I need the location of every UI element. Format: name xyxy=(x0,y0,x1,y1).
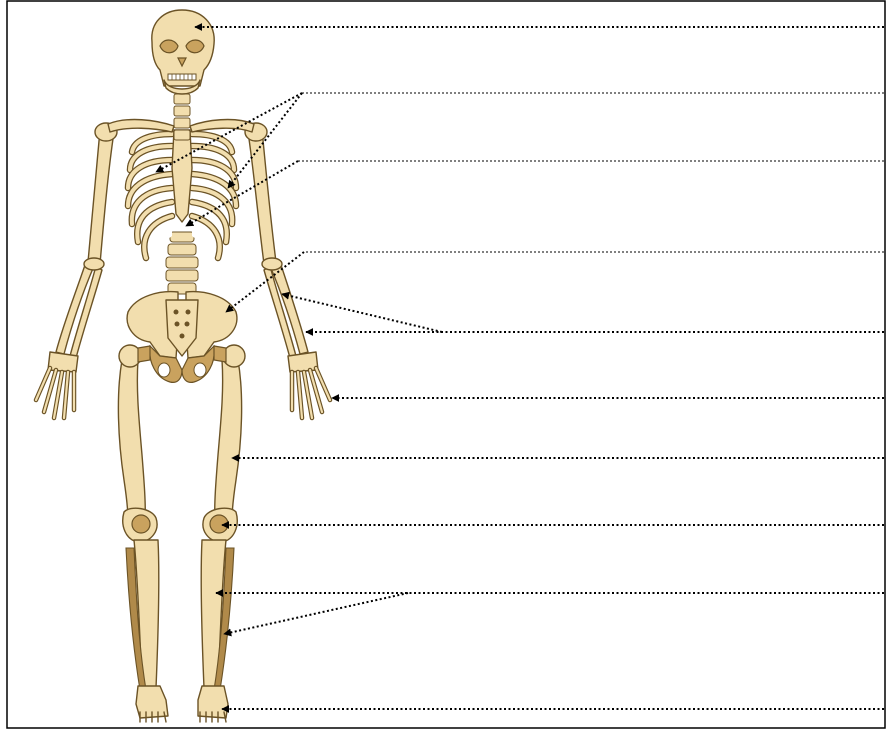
skeleton-figure xyxy=(36,10,330,722)
sternum-pointer xyxy=(186,161,884,226)
radius-ulna-pointer xyxy=(282,294,884,332)
femur-bones xyxy=(118,360,241,520)
hand-bones xyxy=(36,352,330,418)
sternum xyxy=(172,130,192,222)
tibia-fibula-pointer xyxy=(216,593,884,634)
patella-bones xyxy=(123,508,237,542)
foot-bones xyxy=(136,686,228,722)
skull xyxy=(152,10,214,94)
tibia-fibula-bones xyxy=(126,540,234,690)
pelvis-pointer xyxy=(226,252,884,312)
